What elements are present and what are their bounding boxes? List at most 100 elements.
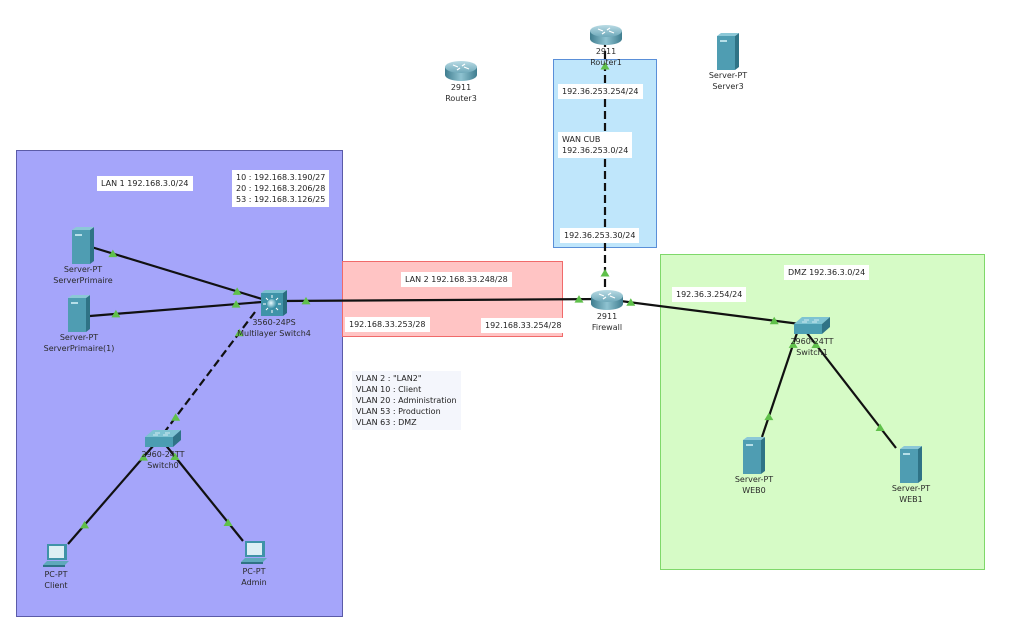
device-model: 2911 xyxy=(595,47,617,56)
device-name: ServerPrimaire xyxy=(53,276,113,285)
lan1-area[interactable] xyxy=(16,150,343,617)
link-status-indicator xyxy=(138,453,148,461)
switch-icon xyxy=(145,430,181,447)
device-name: Router3 xyxy=(445,94,477,103)
device-name: Client xyxy=(44,581,68,590)
server-icon xyxy=(72,227,94,264)
wan-bottom-ip-note[interactable]: 192.36.253.30/24 xyxy=(560,228,640,243)
dmz-area[interactable] xyxy=(660,254,985,570)
pc-admin[interactable]: PC-PT Admin xyxy=(214,540,294,588)
link-status-indicator xyxy=(764,412,774,421)
device-model: Server-PT xyxy=(63,265,103,274)
link-status-indicator xyxy=(600,62,610,70)
device-name: Admin xyxy=(241,578,267,587)
device-model: PC-PT xyxy=(44,570,68,579)
server-icon xyxy=(717,33,739,70)
switch-switch1[interactable]: 2960-24TT Switch1 xyxy=(772,316,852,358)
lan1-subnets-note[interactable]: 10 : 192.168.3.190/27 20 : 192.168.3.206… xyxy=(232,170,330,207)
device-model: Server-PT xyxy=(708,71,748,80)
lan2-right-ip-note[interactable]: 192.168.33.254/28 xyxy=(481,318,566,333)
device-model: 2911 xyxy=(450,83,472,92)
link-status-indicator xyxy=(788,340,798,348)
device-name: Server3 xyxy=(712,82,744,91)
device-model: 2960-24TT xyxy=(790,337,834,346)
wan-title-line: WAN CUB xyxy=(562,135,601,144)
device-name: ServerPrimaire(1) xyxy=(43,344,115,353)
server-icon xyxy=(743,437,765,474)
device-name: Switch1 xyxy=(796,348,828,357)
subnet-line: 53 : 192.168.3.126/25 xyxy=(236,195,326,204)
lan2-left-ip-note[interactable]: 192.168.33.253/28 xyxy=(345,317,430,332)
device-name: Switch0 xyxy=(147,461,179,470)
vlan-line: VLAN 63 : DMZ xyxy=(356,418,417,427)
vlan-line: VLAN 10 : Client xyxy=(356,385,422,394)
link-status-indicator xyxy=(80,520,90,529)
lan1-title-note[interactable]: LAN 1 192.168.3.0/24 xyxy=(97,176,193,191)
router-router3[interactable]: 2911 Router3 xyxy=(421,60,501,104)
device-name: Router1 xyxy=(590,58,622,67)
router-firewall[interactable]: 2911 Firewall xyxy=(567,289,647,333)
device-model: 2960-24TT xyxy=(141,450,185,459)
link-status-indicator xyxy=(769,316,779,325)
server-server3[interactable]: Server-PT Server3 xyxy=(688,32,768,92)
vlan-line: VLAN 20 : Administration xyxy=(356,396,457,405)
device-model: 2911 xyxy=(596,312,618,321)
switch-switch0[interactable]: 2960-24TT Switch0 xyxy=(123,429,203,471)
device-model: PC-PT xyxy=(242,567,266,576)
link-status-indicator xyxy=(111,309,121,318)
link-status-indicator xyxy=(223,518,233,526)
server-web1[interactable]: Server-PT WEB1 xyxy=(871,445,951,505)
vlan-line: VLAN 2 : "LAN2" xyxy=(356,374,422,383)
link-status-indicator xyxy=(600,269,610,277)
router-icon xyxy=(591,290,623,310)
dmz-gateway-ip-note[interactable]: 192.36.3.254/24 xyxy=(672,287,747,302)
subnet-line: 10 : 192.168.3.190/27 xyxy=(236,173,326,182)
link-status-indicator xyxy=(170,452,180,461)
device-name: Multilayer Switch4 xyxy=(237,329,311,338)
device-name: Firewall xyxy=(591,323,623,332)
server-icon xyxy=(68,295,90,332)
multilayer-switch-mls4[interactable]: 3560-24PS Multilayer Switch4 xyxy=(234,289,314,339)
link-server_primaire1-mls4[interactable] xyxy=(89,300,263,318)
link-status-indicator xyxy=(301,296,311,305)
server-serverprimaire1[interactable]: Server-PT ServerPrimaire(1) xyxy=(39,294,119,354)
link-status-indicator xyxy=(574,295,584,303)
device-name: WEB0 xyxy=(742,486,766,495)
router-icon xyxy=(590,25,622,45)
device-name: WEB1 xyxy=(899,495,923,504)
vlan-line: VLAN 53 : Production xyxy=(356,407,441,416)
link-firewall-switch1[interactable] xyxy=(604,297,801,326)
switch-icon xyxy=(794,317,830,334)
wan-top-ip-note[interactable]: 192.36.253.254/24 xyxy=(558,84,643,99)
device-model: Server-PT xyxy=(734,475,774,484)
link-status-indicator xyxy=(171,413,181,421)
wan-subnet-line: 192.36.253.0/24 xyxy=(562,146,629,155)
device-model: Server-PT xyxy=(59,333,99,342)
link-mls4-firewall[interactable] xyxy=(279,297,606,303)
server-web0[interactable]: Server-PT WEB0 xyxy=(714,436,794,496)
router-icon xyxy=(445,61,477,81)
link-server_primaire-mls4[interactable] xyxy=(87,244,263,301)
dmz-title-note[interactable]: DMZ 192.36.3.0/24 xyxy=(784,265,870,280)
link-status-indicator xyxy=(108,249,118,258)
subnet-line: 20 : 192.168.3.206/28 xyxy=(236,184,326,193)
link-status-indicator xyxy=(231,300,241,308)
pc-icon xyxy=(43,544,69,567)
vlan-list-note[interactable]: VLAN 2 : "LAN2" VLAN 10 : Client VLAN 20… xyxy=(352,371,461,430)
device-model: Server-PT xyxy=(891,484,931,493)
pc-icon xyxy=(241,541,267,564)
link-status-indicator xyxy=(232,287,242,295)
wan-title-note[interactable]: WAN CUB 192.36.253.0/24 xyxy=(558,132,633,158)
link-status-indicator xyxy=(811,340,821,349)
server-icon xyxy=(900,446,922,483)
pc-client[interactable]: PC-PT Client xyxy=(16,543,96,591)
multilayer-switch-icon xyxy=(261,290,287,316)
server-serverprimaire[interactable]: Server-PT ServerPrimaire xyxy=(43,226,123,286)
lan2-title-note[interactable]: LAN 2 192.168.33.248/28 xyxy=(401,272,512,287)
device-model: 3560-24PS xyxy=(252,318,296,327)
link-status-indicator xyxy=(875,423,885,431)
link-status-indicator xyxy=(234,328,244,337)
router-router1[interactable]: 2911 Router1 xyxy=(566,24,646,68)
link-status-indicator xyxy=(626,298,636,306)
